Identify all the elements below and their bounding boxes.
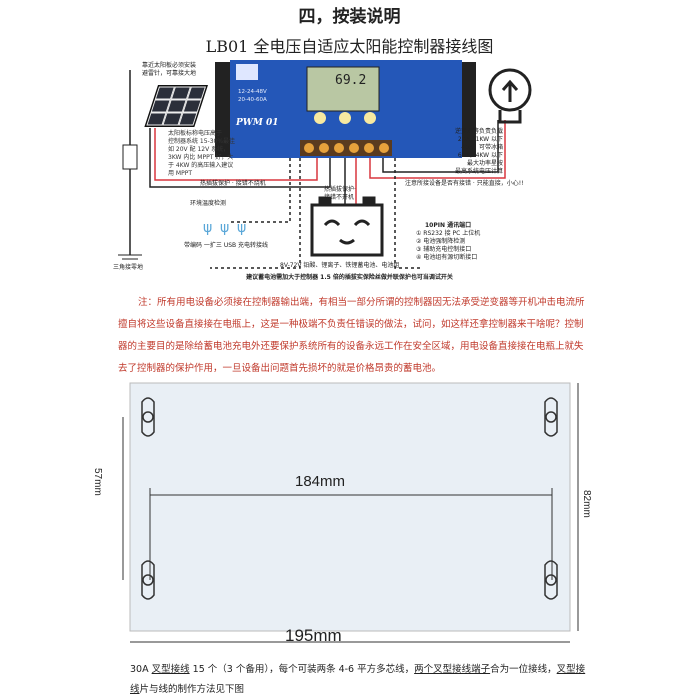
button-1[interactable]	[314, 112, 326, 124]
link-fork-terminal-2[interactable]: 叉型接线	[130, 664, 586, 695]
load-label: 逆变器等负责负载 20A，1KW 以下 40A，可带冰箱 60A，4KW 以下 …	[455, 128, 504, 175]
link-two-fork-terminals[interactable]: 两个叉型接线端子	[414, 664, 491, 675]
lcd-display	[306, 66, 380, 112]
svg-text:ψ: ψ	[220, 220, 229, 236]
comm-item: ② 电池强制降检测	[416, 238, 466, 245]
usb-label: 带编码 一扩三 USB 充电转接线	[184, 242, 269, 249]
light-bulb-icon	[488, 68, 532, 124]
controller-spec: 12-24-48V 20-40-60A	[238, 89, 267, 103]
diagram-footer: 建议蓄电池需加大于控制器 1.5 倍的插拔实保险丝做并联保护也可当调试开关	[246, 274, 453, 281]
lightning-label: 靠近太阳板必须安装 避雷针，可靠接大地	[142, 62, 197, 77]
ground-label: 三角接零地	[113, 264, 144, 271]
section-title: 四，按装说明	[298, 7, 401, 27]
mounting-plate	[129, 382, 571, 632]
battery-wire-label: 热插拔保护· 接错不开机	[324, 186, 356, 201]
wires	[149, 120, 506, 269]
lcd-value: 69.2	[335, 73, 366, 88]
panel-wire-label: 热插拔保护 · 接错不烧机	[200, 180, 266, 187]
panel-note: 太阳板标称电压高于 控制器系统 15-30%最佳 如 20V 配 12V 系统，…	[168, 130, 236, 177]
svg-text:ψ: ψ	[237, 220, 246, 236]
battery-icon	[310, 196, 384, 257]
mounting-holes	[141, 397, 558, 600]
load-wire-label: 注意所接设备是否有接错 · 只能直接，小心!!	[405, 180, 524, 187]
outer-height-dimension: 82mm	[581, 490, 592, 518]
svg-text:ψ: ψ	[203, 220, 212, 236]
warning-note: 注：所有用电设备必须接在控制器输出端，有相当一部分所谓的控制器因无法承受逆变器等…	[118, 297, 585, 374]
text: 合为一位接线，	[490, 664, 557, 675]
terminal-note: 30A 叉型接线 15 个（3 个备用），每个可装两条 4-6 平方多芯线，两个…	[130, 660, 590, 700]
comm-port-list: ① RS232 接 PC 上位机 ② 电池强制降检测 ③ 辅助充电控制接口 ④ …	[416, 230, 480, 262]
dimension-lines	[122, 383, 579, 643]
comm-port-title: 10PIN 通讯端口	[425, 222, 472, 229]
model-label: PWM 01	[235, 118, 279, 128]
solar-controller: 69.2 PWM 01	[215, 60, 476, 158]
surge-arrester-icon	[122, 144, 138, 170]
brand-logo	[236, 64, 258, 80]
outer-width-dimension: 195mm	[285, 626, 342, 645]
comm-item: ④ 电池组有源切断接口	[416, 254, 478, 261]
hole-height-dimension: 57mm	[92, 468, 103, 496]
solar-panel-icon	[144, 85, 208, 127]
diagram-title: LB01 全电压自适应太阳能控制器接线图	[205, 37, 494, 56]
comm-item: ③ 辅助充电控制接口	[416, 246, 472, 253]
dimension-drawing	[122, 382, 579, 643]
temperature-label: 环境温度检测	[190, 200, 227, 207]
inner-width-dimension: 184mm	[295, 473, 346, 490]
button-3[interactable]	[364, 112, 376, 124]
text: 15 个（3 个备用），每个可装两条 4-6 平方多芯线，	[189, 664, 415, 675]
text: 30A	[130, 664, 152, 675]
link-fork-terminal[interactable]: 叉型接线	[151, 664, 190, 675]
comm-item: ① RS232 接 PC 上位机	[416, 230, 481, 237]
button-2[interactable]	[339, 112, 351, 124]
battery-types-label: 8V-72V 铅酸、锂离子、铁锂蓄电池、电池组	[280, 262, 400, 269]
text: 片与线的制作方法见下图	[139, 684, 245, 695]
